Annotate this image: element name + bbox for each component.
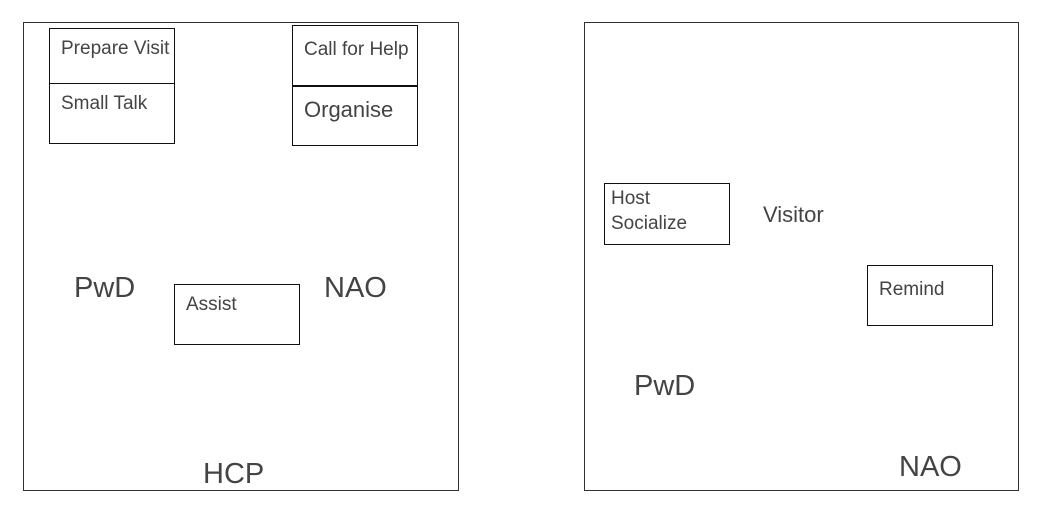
small-talk-label: Small Talk [61,93,148,114]
prepare-visit-box: Prepare Visit [49,28,175,84]
small-talk-box: Small Talk [49,83,175,144]
pwd-label-right: PwD [634,370,696,402]
visitor-label: Visitor [763,202,824,227]
organise-label: Organise [304,97,394,122]
nao-label-right: NAO [899,451,962,483]
host-socialize-label: Host Socialize [611,188,688,234]
organise-box: Organise [292,86,418,146]
right-panel [584,22,1019,491]
remind-label: Remind [879,279,945,300]
pwd-label-left: PwD [74,272,136,304]
assist-box: Assist [174,284,300,345]
prepare-visit-label: Prepare Visit [61,38,170,59]
hcp-label: HCP [203,458,265,490]
host-socialize-box: Host Socialize [604,183,730,245]
call-for-help-box: Call for Help [292,25,418,86]
nao-label-left: NAO [324,272,387,304]
call-for-help-label: Call for Help [304,39,409,60]
assist-label: Assist [186,294,237,315]
remind-box: Remind [867,265,993,326]
